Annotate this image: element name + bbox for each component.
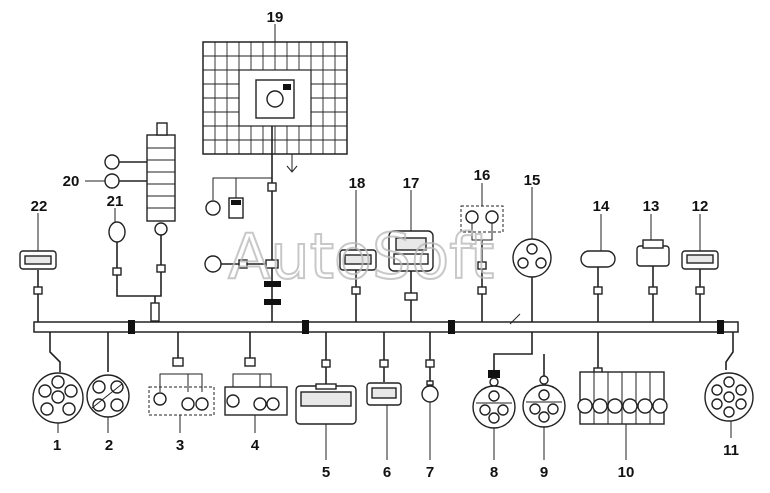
component-4-sensor-group <box>224 332 288 416</box>
component-17-connector <box>388 230 434 322</box>
autosoft-watermark: AutoSoft <box>228 220 494 293</box>
callout-leaders <box>37 24 732 460</box>
callout-8: 8 <box>490 464 498 481</box>
component-2-round-plug <box>86 332 130 418</box>
component-20-21-relay-block <box>104 122 176 322</box>
component-12-connector <box>681 250 719 322</box>
component-13-connector <box>636 239 670 322</box>
callout-20: 20 <box>63 173 80 190</box>
callout-10: 10 <box>618 464 635 481</box>
component-7-sensor <box>421 332 439 403</box>
callout-2: 2 <box>105 437 113 454</box>
component-19-fuse-box <box>202 41 348 173</box>
callout-6: 6 <box>383 464 391 481</box>
callout-labels: 1 2 3 4 5 6 7 8 9 10 11 12 13 14 15 16 1… <box>31 9 739 481</box>
callout-3: 3 <box>176 437 184 454</box>
callout-5: 5 <box>322 464 330 481</box>
callout-14: 14 <box>593 198 610 215</box>
component-3-sensor-group <box>148 332 215 416</box>
callout-9: 9 <box>540 464 548 481</box>
component-14-connector <box>580 250 616 322</box>
callout-22: 22 <box>31 198 48 215</box>
callout-21: 21 <box>107 193 124 210</box>
component-10-multi-connector <box>577 332 668 425</box>
component-22-connector <box>19 250 57 322</box>
component-16-sensor-pair <box>460 205 504 322</box>
component-1-round-plug <box>32 332 84 424</box>
callout-16: 16 <box>474 167 491 184</box>
callout-17: 17 <box>403 175 420 192</box>
main-harness-trunk <box>33 313 739 334</box>
component-6-connector <box>366 332 402 406</box>
callout-19: 19 <box>267 9 284 26</box>
callout-18: 18 <box>349 175 366 192</box>
callout-7: 7 <box>426 464 434 481</box>
component-5-connector <box>295 332 357 430</box>
component-11-round-plug <box>704 332 754 422</box>
callout-11: 11 <box>723 442 739 459</box>
callout-13: 13 <box>643 198 660 215</box>
callout-1: 1 <box>53 437 61 454</box>
component-8-9-round-plugs <box>472 332 566 429</box>
callout-12: 12 <box>692 198 709 215</box>
callout-4: 4 <box>251 437 260 454</box>
component-15-round-plug <box>512 238 552 322</box>
fuse-box-feeds <box>204 126 281 322</box>
component-18-connector <box>339 249 377 322</box>
callout-15: 15 <box>524 172 541 189</box>
